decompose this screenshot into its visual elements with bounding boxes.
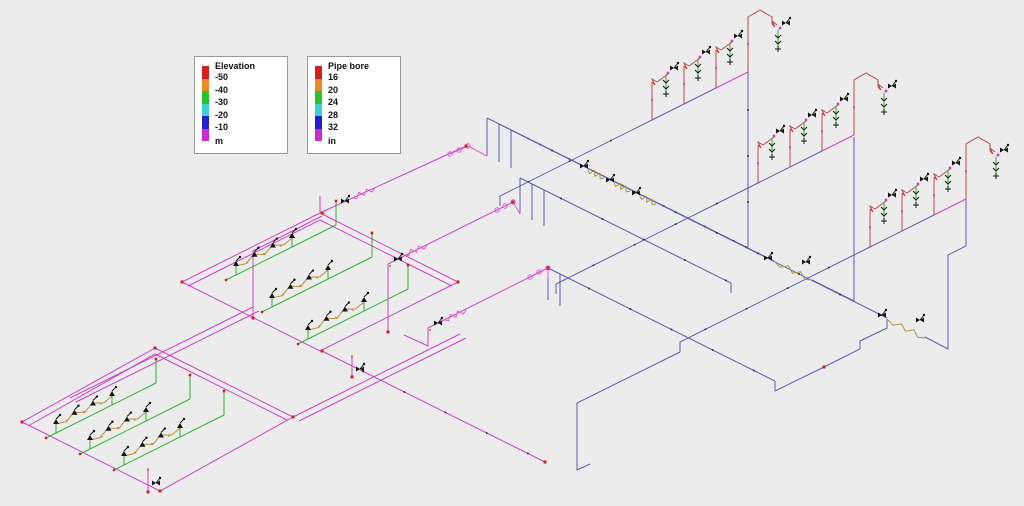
valve	[341, 194, 351, 204]
orange-tick	[429, 329, 431, 331]
pipe-run	[321, 145, 467, 213]
pipe-run	[298, 337, 467, 422]
pump-train	[224, 199, 338, 282]
pipe-run	[387, 201, 514, 265]
riser-cluster	[868, 136, 1010, 247]
valve	[394, 252, 404, 262]
junction-node	[146, 490, 150, 494]
junction-node	[158, 489, 162, 493]
pipe-run	[679, 246, 871, 352]
legend-elevation: Elevation -50 -40 -30 -20 -10 m	[194, 56, 288, 154]
junction-node	[386, 330, 390, 334]
pipe-run	[252, 215, 323, 252]
junction-node	[511, 200, 515, 204]
pipe-run	[715, 71, 749, 89]
junction-node	[180, 280, 184, 284]
pipe-run	[924, 199, 967, 350]
pipe-run	[774, 319, 888, 392]
fitting-squiggle	[403, 244, 428, 257]
pipe-run	[821, 134, 855, 152]
junction-node	[291, 415, 295, 419]
orange-tick	[147, 469, 149, 471]
valve	[916, 313, 926, 323]
valve	[606, 173, 616, 183]
pipe-run	[547, 267, 776, 391]
pipe-run	[486, 72, 749, 249]
riser-cluster	[756, 72, 898, 183]
pipe-run	[510, 129, 888, 319]
junction-node	[251, 316, 255, 320]
fitting-squiggle	[639, 195, 657, 206]
legend-pipe-bore-label: 24	[328, 97, 339, 107]
legend-pipe-bore-label: 20	[328, 85, 339, 95]
pipe-run	[321, 350, 546, 463]
legend-pipe-bore-title: Pipe bore	[328, 61, 370, 71]
legend-elevation-label: -10	[215, 122, 229, 132]
fitting-squiggle	[351, 187, 376, 200]
legend-elevation-title: Elevation	[215, 61, 256, 71]
elevation-colorbar	[202, 66, 209, 141]
junction-node	[464, 144, 468, 148]
pipe-run	[180, 212, 460, 352]
fitting-squiggle	[887, 319, 926, 339]
legend-elevation-label: -50	[215, 72, 229, 82]
junction-node	[546, 266, 550, 270]
valve	[434, 316, 444, 326]
legend-pipe-bore: Pipe bore 16 20 24 28 32 in	[307, 56, 401, 154]
pipe-run	[519, 177, 732, 293]
pipe-run	[811, 137, 855, 302]
legend-pipe-bore-label: 28	[328, 110, 339, 120]
legend-elevation-label: -20	[215, 110, 229, 120]
valve	[802, 255, 812, 265]
junction-node	[350, 375, 354, 379]
pipe-run	[27, 353, 288, 427]
valve	[764, 251, 774, 261]
valve	[580, 159, 590, 169]
legend-pipe-bore-label: 16	[328, 72, 339, 82]
valve	[878, 308, 888, 318]
pipe-run	[403, 328, 429, 347]
junction-node	[822, 365, 826, 369]
legend-elevation-label: -30	[215, 97, 229, 107]
fitting-squiggle	[774, 261, 813, 281]
fitting-squiggle	[587, 169, 605, 180]
orange-tick	[323, 213, 325, 215]
pipe-run	[20, 347, 295, 492]
valve	[152, 476, 162, 486]
pump-train	[296, 263, 410, 346]
pump-train	[78, 373, 192, 456]
junction-node	[320, 211, 324, 215]
pipe-bore-colorbar	[315, 66, 322, 141]
reducer-fittings	[447, 143, 471, 157]
pipe-run	[555, 182, 759, 294]
junction-node	[20, 420, 24, 424]
riser-cluster	[650, 9, 792, 120]
pump-train	[112, 389, 226, 472]
junction-node	[153, 346, 157, 350]
legend-elevation-label: -40	[215, 85, 229, 95]
pipe-run	[69, 306, 254, 399]
pump-train	[44, 357, 158, 440]
pump-train	[260, 231, 374, 314]
pipe-run	[933, 198, 967, 216]
pipe-run	[576, 351, 681, 471]
valve	[632, 186, 642, 196]
legend-pipe-bore-unit: in	[328, 136, 336, 146]
pipe-run	[467, 145, 488, 157]
reducer-fittings	[494, 199, 516, 213]
legend-elevation-unit: m	[215, 136, 224, 146]
legend-pipe-bore-label: 32	[328, 122, 339, 132]
junction-node	[456, 280, 460, 284]
junction-node	[543, 460, 547, 464]
reducer-fittings	[527, 265, 551, 280]
orange-tick	[389, 265, 391, 267]
pipe-run	[292, 333, 461, 418]
junction-node	[320, 349, 324, 353]
pipe-run	[75, 310, 260, 403]
orange-tick	[351, 356, 353, 358]
fitting-squiggle	[443, 309, 467, 322]
valve	[356, 362, 366, 372]
fitting-squiggle	[613, 182, 631, 193]
